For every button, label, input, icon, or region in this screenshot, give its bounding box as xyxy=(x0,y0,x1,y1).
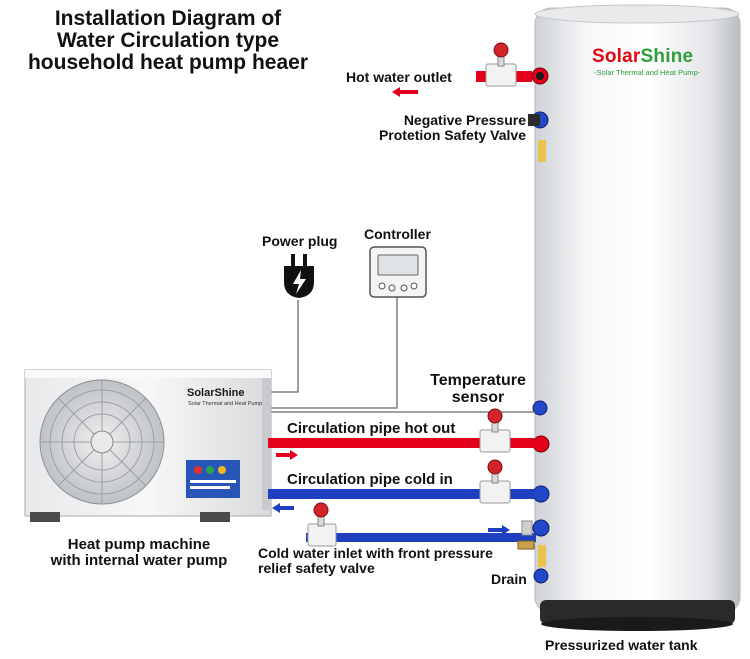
hot-water-outlet-label: Hot water outlet xyxy=(346,69,452,85)
diagram-title: Installation Diagram of Water Circulatio… xyxy=(27,7,309,74)
controller-icon xyxy=(369,246,427,298)
warning-sticker xyxy=(538,140,546,162)
tank-port-drain xyxy=(533,568,549,584)
power-plug-icon xyxy=(284,254,314,298)
negative-pressure-valve-label: Negative Pressure Protetion Safety Valve xyxy=(378,112,526,143)
tank-port-safety-valve xyxy=(528,111,549,129)
tank-port-circ-cold xyxy=(532,485,550,503)
circulation-cold-in-label: Circulation pipe cold in xyxy=(287,471,453,488)
controller-wire xyxy=(268,295,398,409)
unit-brand-logo: SolarShine xyxy=(187,387,245,399)
cold-water-inlet-pipe xyxy=(306,502,536,550)
temperature-sensor-label: Temperature sensor xyxy=(430,372,526,406)
circulation-hot-out-pipe xyxy=(268,408,534,453)
pressurized-water-tank xyxy=(534,4,741,631)
pressurized-tank-label: Pressurized water tank xyxy=(545,637,698,653)
hot-water-outlet-pipe xyxy=(476,42,532,87)
hot-outlet-arrow-icon xyxy=(392,87,418,97)
tank-brand-logo: SolarShine xyxy=(592,46,694,67)
cold-water-inlet-label: Cold water inlet with front pressure rel… xyxy=(258,545,493,576)
unit-label-sticker xyxy=(186,460,240,498)
circulation-hot-out-label: Circulation pipe hot out xyxy=(287,420,456,437)
cold-inlet-arrow-icon xyxy=(488,525,510,535)
circulation-hot-arrow-icon xyxy=(276,450,298,460)
tank-port-sensor xyxy=(532,400,548,416)
heat-pump-machine-label: Heat pump machine with internal water pu… xyxy=(50,536,228,569)
drain-label: Drain xyxy=(491,571,527,587)
tank-port-cold-inlet xyxy=(532,519,550,537)
tank-port-hot-outlet xyxy=(531,67,549,85)
unit-brand-tagline: Solar Thermal and Heat Pump xyxy=(188,401,263,407)
circulation-cold-arrow-icon xyxy=(272,503,294,513)
warning-sticker-2 xyxy=(538,545,546,567)
controller-label: Controller xyxy=(364,226,431,242)
power-plug-label: Power plug xyxy=(262,233,338,249)
tank-port-circ-hot xyxy=(532,435,550,453)
tank-brand-tagline: -Solar Thermal and Heat Pump- xyxy=(594,68,701,77)
circulation-cold-in-pipe xyxy=(268,459,534,504)
power-wire xyxy=(268,300,299,393)
fan-grille-icon xyxy=(39,379,165,505)
